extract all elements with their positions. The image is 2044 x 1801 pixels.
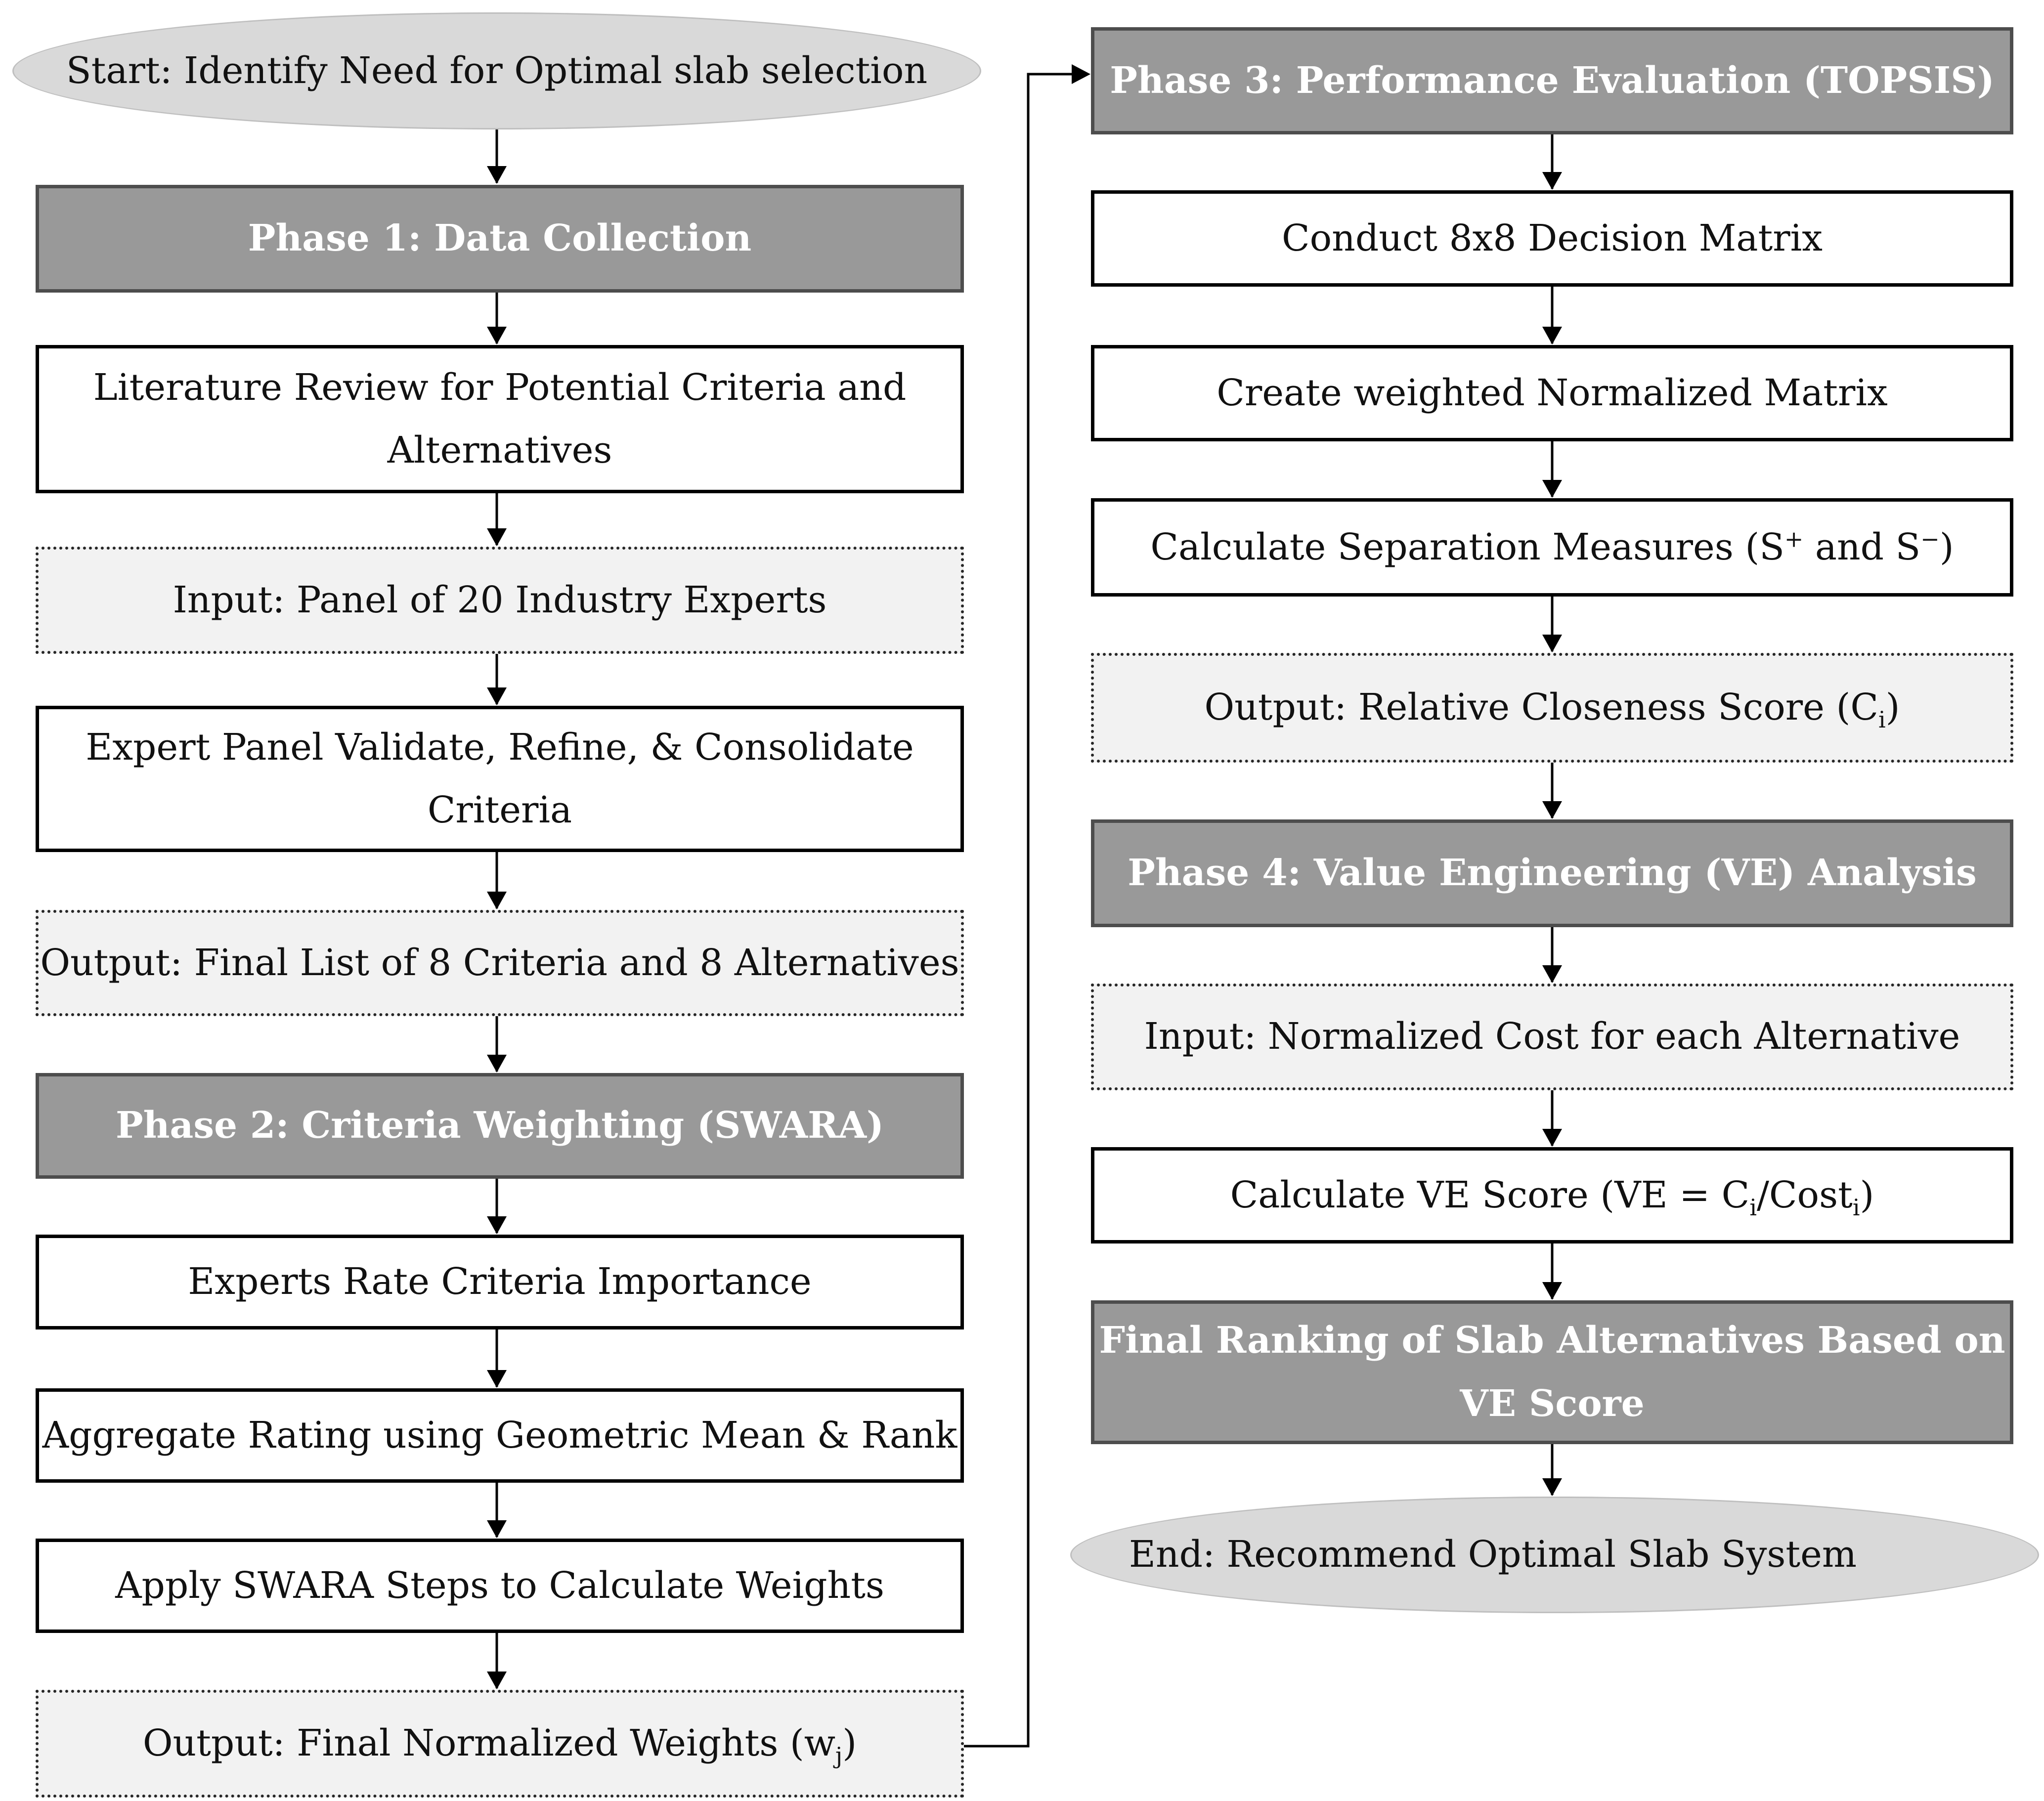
rate-importance-label: Experts Rate Criteria Importance [188, 1260, 812, 1303]
arrow-output-weights-to-phase3 [964, 73, 1075, 1748]
arrowhead [1542, 1129, 1562, 1147]
literature-review-step: Literature Review for Potential Criteria… [36, 345, 964, 493]
input-panel-label: Input: Panel of 20 Industry Experts [173, 578, 827, 621]
start-label: Start: Identify Need for Optimal slab se… [66, 49, 928, 92]
closeness-label: Output: Relative Closeness Score (Ci) [1204, 686, 1900, 733]
arrowhead [1072, 64, 1090, 84]
arrowhead [487, 528, 507, 546]
input-cost-label: Input: Normalized Cost for each Alternat… [1144, 1015, 1960, 1058]
closeness-box: Output: Relative Closeness Score (Ci) [1091, 653, 2013, 763]
separation-step: Calculate Separation Measures (S+ and S−… [1091, 498, 2013, 597]
arrowhead [487, 1055, 507, 1072]
final-ranking-line2: VE Score [1460, 1382, 1645, 1425]
arrowhead [487, 687, 507, 705]
arrowhead [1542, 172, 1562, 190]
output-list-label: Output: Final List of 8 Criteria and 8 A… [40, 941, 959, 984]
phase3-label: Phase 3: Performance Evaluation (TOPSIS) [1110, 59, 1995, 102]
weighted-matrix-label: Create weighted Normalized Matrix [1217, 371, 1888, 414]
aggregate-step: Aggregate Rating using Geometric Mean & … [36, 1388, 964, 1483]
phase1-label: Phase 1: Data Collection [248, 217, 752, 260]
output-weights-label: Output: Final Normalized Weights (wj) [142, 1722, 857, 1769]
arrowhead [487, 1370, 507, 1388]
ve-score-label: Calculate VE Score (VE = Ci/Costi) [1230, 1173, 1874, 1221]
arrowhead [1542, 635, 1562, 652]
expert-validate-line2: Criteria [427, 789, 572, 831]
input-cost-box: Input: Normalized Cost for each Alternat… [1091, 984, 2013, 1090]
literature-review-line1: Literature Review for Potential Criteria… [93, 366, 907, 409]
arrowhead [487, 327, 507, 344]
output-weights-box: Output: Final Normalized Weights (wj) [36, 1690, 964, 1798]
apply-swara-step: Apply SWARA Steps to Calculate Weights [36, 1539, 964, 1633]
input-panel-box: Input: Panel of 20 Industry Experts [36, 547, 964, 654]
apply-swara-label: Apply SWARA Steps to Calculate Weights [115, 1564, 884, 1607]
arrowhead [1542, 1478, 1562, 1496]
arrowhead [487, 1672, 507, 1689]
expert-validate-line1: Expert Panel Validate, Refine, & Consoli… [86, 726, 914, 769]
phase4-label: Phase 4: Value Engineering (VE) Analysis [1128, 852, 1977, 895]
phase2-label: Phase 2: Criteria Weighting (SWARA) [115, 1104, 884, 1147]
output-list-box: Output: Final List of 8 Criteria and 8 A… [36, 910, 964, 1016]
final-ranking-line1: Final Ranking of Slab Alternatives Based… [1099, 1319, 2005, 1362]
separation-label: Calculate Separation Measures (S+ and S−… [1150, 525, 1954, 568]
phase1-header: Phase 1: Data Collection [36, 185, 964, 293]
expert-validate-step: Expert Panel Validate, Refine, & Consoli… [36, 706, 964, 852]
phase4-header: Phase 4: Value Engineering (VE) Analysis [1091, 819, 2013, 927]
final-ranking-header: Final Ranking of Slab Alternatives Based… [1091, 1300, 2013, 1444]
phase2-header: Phase 2: Criteria Weighting (SWARA) [36, 1073, 964, 1179]
end-terminal: End: Recommend Optimal Slab System [1070, 1497, 2039, 1613]
rate-importance-step: Experts Rate Criteria Importance [36, 1235, 964, 1329]
decision-matrix-step: Conduct 8x8 Decision Matrix [1091, 190, 2013, 287]
ve-score-step: Calculate VE Score (VE = Ci/Costi) [1091, 1147, 2013, 1244]
end-label: End: Recommend Optimal Slab System [1129, 1533, 1857, 1576]
arrowhead [487, 892, 507, 909]
decision-matrix-label: Conduct 8x8 Decision Matrix [1282, 216, 1823, 259]
arrowhead [487, 166, 507, 184]
weighted-matrix-step: Create weighted Normalized Matrix [1091, 345, 2013, 441]
phase3-header: Phase 3: Performance Evaluation (TOPSIS) [1091, 27, 2013, 134]
literature-review-line2: Alternatives [387, 429, 612, 472]
start-terminal: Start: Identify Need for Optimal slab se… [12, 12, 981, 129]
arrowhead [487, 1216, 507, 1234]
arrowhead [1542, 327, 1562, 344]
aggregate-label: Aggregate Rating using Geometric Mean & … [42, 1414, 957, 1457]
arrowhead [1542, 801, 1562, 819]
arrowhead [1542, 965, 1562, 983]
arrowhead [487, 1520, 507, 1538]
arrowhead [1542, 1282, 1562, 1300]
arrowhead [1542, 480, 1562, 498]
